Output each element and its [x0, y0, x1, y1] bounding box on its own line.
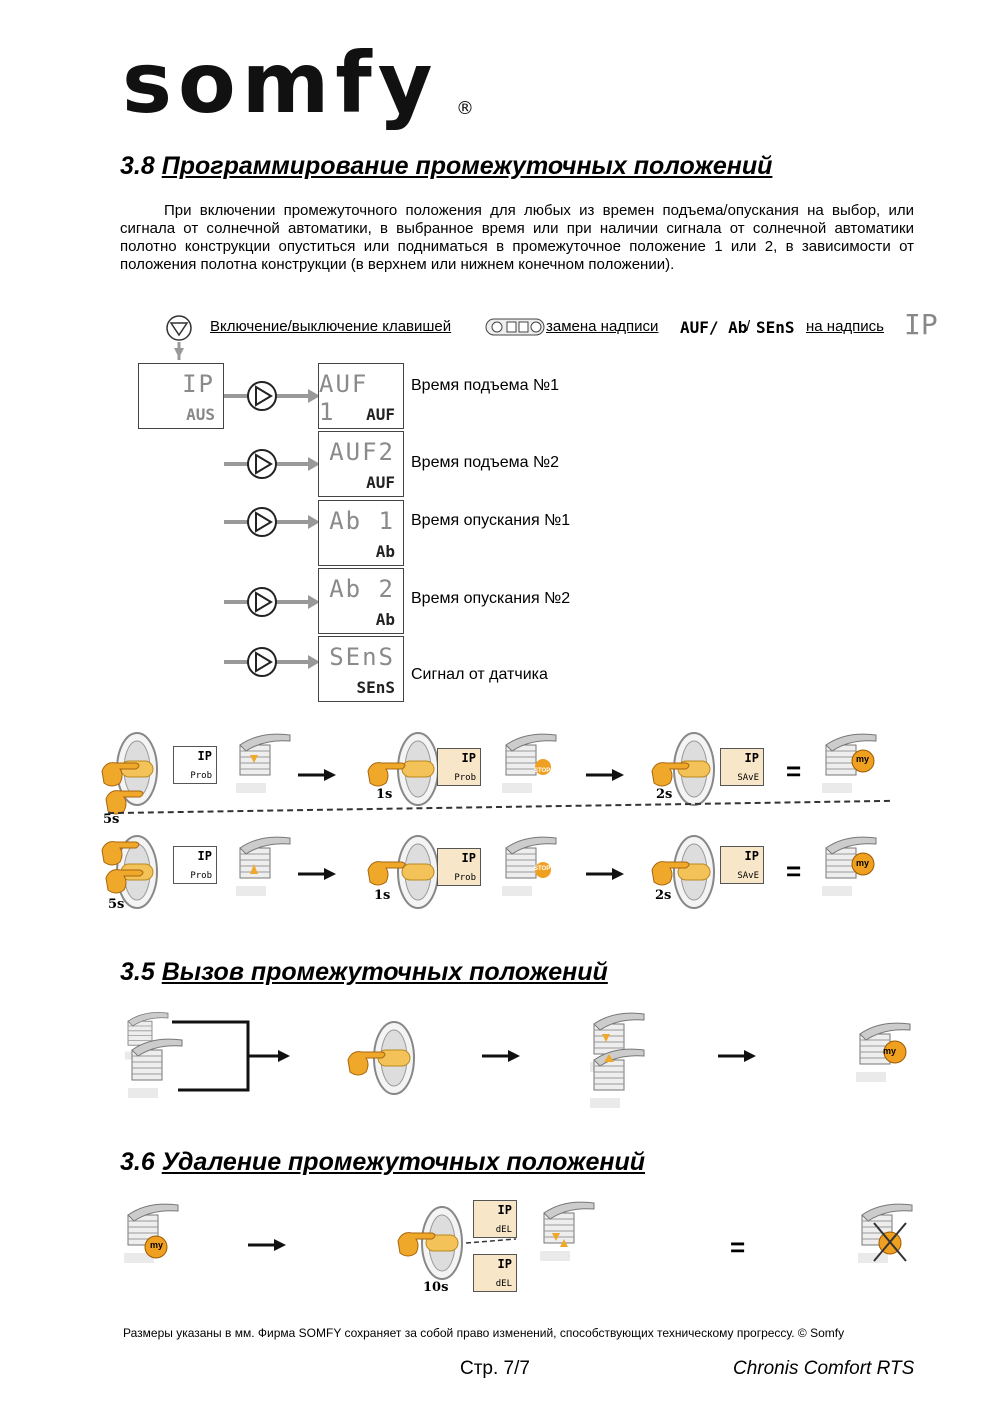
product-name: Chronis Comfort RTS — [733, 1358, 915, 1379]
instruction-text-1: Включение/выключение клавишей — [210, 318, 452, 335]
mode-label: Время опускания №2 — [411, 590, 571, 607]
duration-5s: 5s — [103, 812, 120, 827]
my-badge: my — [856, 858, 870, 868]
instruction-text-2: замена надписи — [546, 318, 659, 335]
duration-2s: 2s — [656, 787, 673, 802]
duration-2s: 2s — [655, 888, 672, 903]
lcd-label-ip: IP — [904, 308, 938, 341]
lcd-start: IP AUS — [138, 363, 224, 429]
section-heading-3-8: 3.8 Программирование промежуточных полож… — [120, 152, 773, 180]
duration-10s: 10s — [423, 1280, 449, 1295]
mode-label: Время опускания №1 — [411, 512, 571, 529]
footer-note: Размеры указаны в мм. Фирма SOMFY сохран… — [123, 1326, 845, 1340]
stop-badge: STOP — [534, 768, 551, 774]
equals-sign: = — [786, 756, 802, 786]
section-heading-3-5: 3.5 Вызов промежуточных положений — [120, 958, 608, 986]
logo-text: somfy — [122, 34, 439, 132]
recall-sequence — [124, 1012, 911, 1109]
duration-1s: 1s — [374, 888, 391, 903]
my-badge: my — [883, 1046, 897, 1056]
intro-paragraph: При включении промежуточного положения д… — [120, 202, 914, 273]
lcd-label-auf-ab: AUF/ Ab — [680, 318, 748, 337]
my-badge: my — [856, 754, 870, 764]
lcd-label-sens: SEnS — [756, 318, 795, 337]
section-heading-3-6: 3.6 Удаление промежуточных положений — [120, 1148, 645, 1176]
down-arrow-icon — [174, 348, 184, 358]
svg-text:®: ® — [456, 98, 474, 119]
mode-label: Сигнал от датчика — [411, 666, 548, 683]
my-badge: my — [150, 1240, 164, 1250]
sequence-down — [101, 835, 877, 909]
mode-label: Время подъема №1 — [411, 377, 560, 394]
sun-sensor-icon — [166, 315, 192, 360]
mode-arrows — [224, 381, 320, 677]
duration-1s: 1s — [376, 787, 393, 802]
delete-sequence — [123, 1201, 913, 1280]
duration-5s: 5s — [108, 897, 125, 912]
instruction-text-3: на надпись — [806, 318, 884, 335]
button-keys-icon — [485, 318, 545, 336]
page-number: Стр. 7/7 — [460, 1358, 530, 1379]
equals-sign: = — [730, 1232, 746, 1262]
somfy-logo: somfy ® — [118, 32, 496, 132]
stop-badge: STOP — [534, 866, 551, 872]
sequence-up — [101, 732, 877, 815]
mode-label: Время подъема №2 — [411, 454, 560, 471]
equals-sign: = — [786, 856, 802, 886]
